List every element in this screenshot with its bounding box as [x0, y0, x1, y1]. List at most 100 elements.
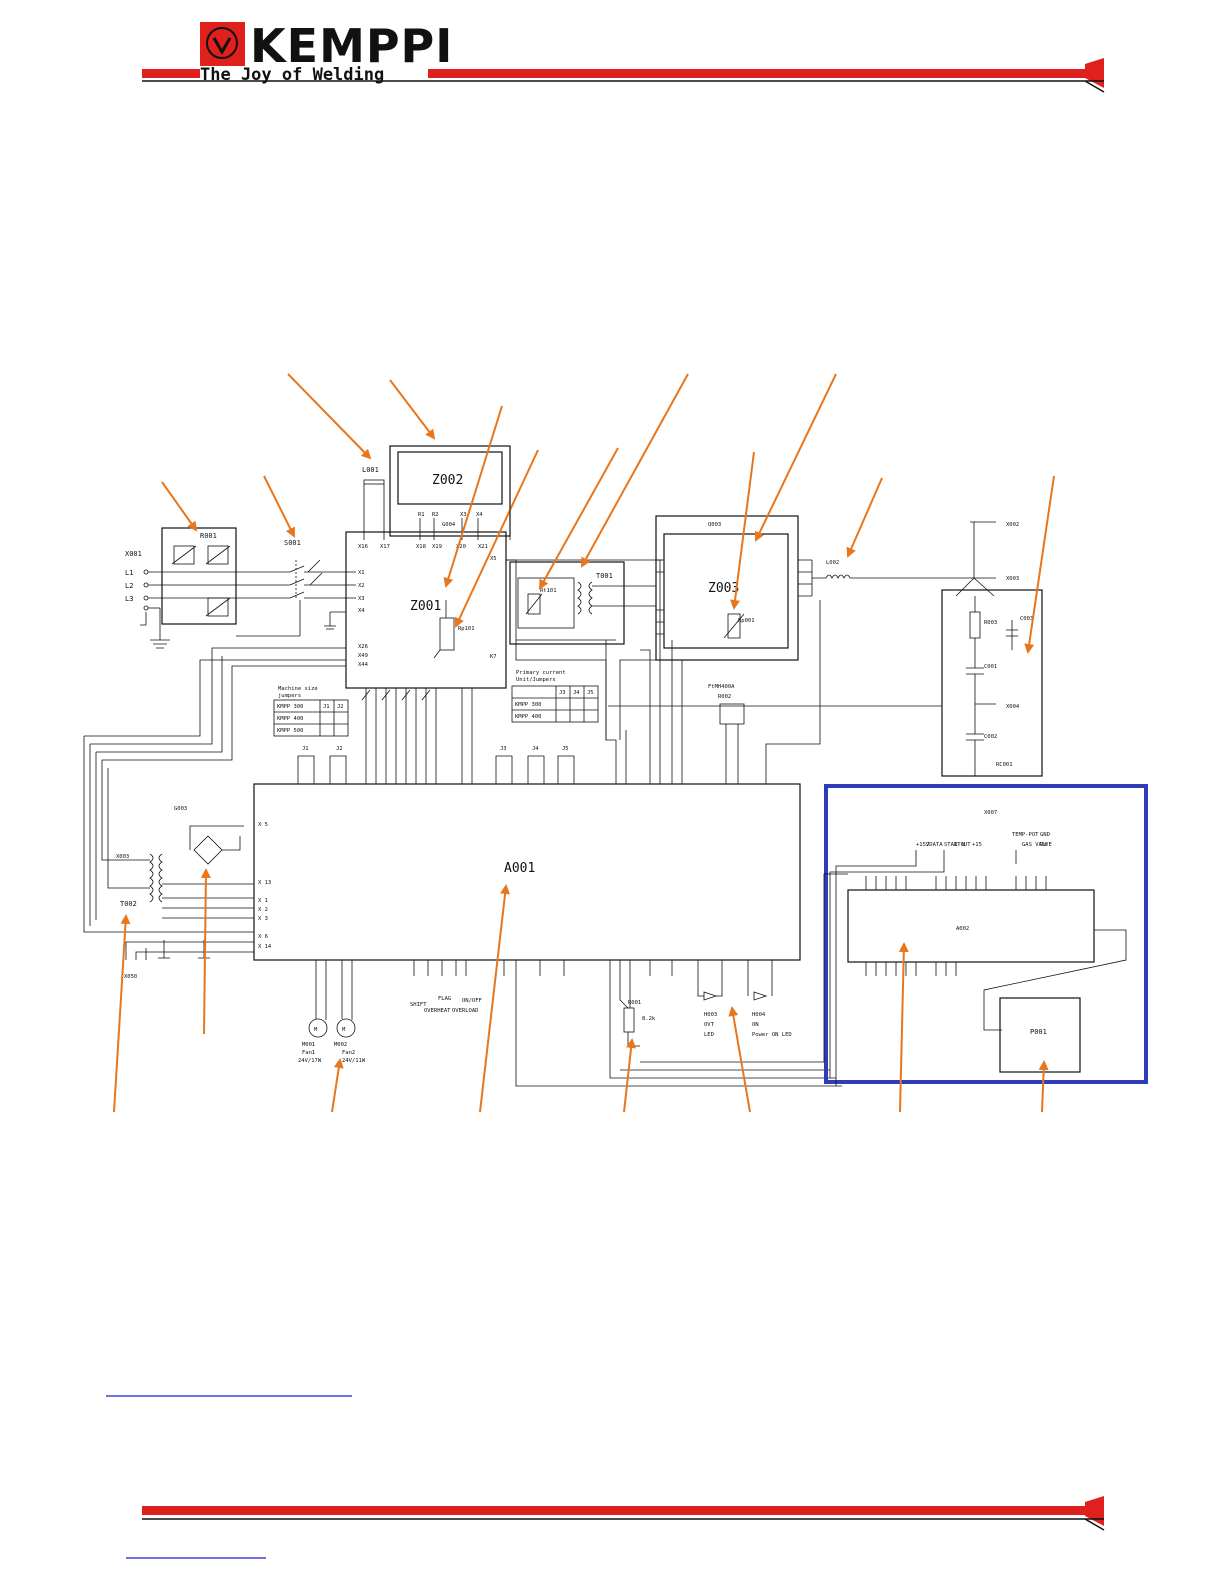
board-pin-x5: X 5: [258, 822, 268, 828]
pin-x18: X18: [416, 544, 426, 550]
pin-x3: X3: [460, 512, 467, 518]
primary-current-sub: Unit/Jumpers: [516, 677, 556, 683]
pc-row-1: KMPP 300: [515, 702, 542, 708]
l001: L001: [362, 466, 385, 540]
label-rc001: RC001: [996, 762, 1013, 768]
board-pin-x13: X 13: [258, 880, 271, 886]
fan1-id: M001: [302, 1042, 315, 1048]
brand-name: KEMPPI: [250, 19, 453, 73]
signal-5: ON/OFF: [462, 998, 482, 1004]
pin-x3-z001: X3: [358, 596, 365, 602]
label-q003: Q003: [708, 522, 721, 528]
led-h003-id: H003: [704, 1012, 717, 1018]
label-rp101: Rp101: [458, 626, 475, 632]
label-c001: C001: [984, 664, 997, 670]
callout-arrows: [113, 373, 1055, 1113]
pin-x19: X19: [432, 544, 442, 550]
jumper-headers: J1 J2 J3 J4 J5: [297, 560, 821, 770]
led-h004-label: ON: [752, 1022, 759, 1028]
mj-row-1: KMPP 300: [277, 704, 304, 710]
led-h003-sub: LED: [704, 1032, 714, 1038]
label-z002: Z002: [432, 473, 463, 488]
pc-col-j5: J5: [587, 690, 594, 696]
label-g003: G003: [174, 806, 187, 812]
aux-sig-6: +15: [972, 842, 982, 848]
jumper-j5: J5: [562, 746, 569, 752]
pc-col-j3: J3: [559, 690, 566, 696]
t002-aux: X003 T002 G003 X050: [83, 647, 346, 980]
fault-signals: SHIFT OVERHEAT FLAG OVERLOAD ON/OFF: [410, 996, 482, 1014]
label-r001-bottom: R001: [628, 1000, 641, 1006]
pc-col-j4: J4: [573, 690, 580, 696]
label-x002: X002: [1006, 522, 1019, 528]
label-r003: R003: [984, 620, 997, 626]
mj-col-j1: J1: [323, 704, 330, 710]
mj-row-2: KMPP 400: [277, 716, 304, 722]
pin-x49: X49: [358, 653, 368, 659]
label-x003: X003: [1006, 576, 1019, 582]
machine-jumpers-sub: jumpers: [278, 693, 301, 699]
r002-sensor: FtMH400A R002: [608, 684, 942, 770]
label-r001: R001: [200, 532, 217, 540]
label-ftmh400a: FtMH400A: [708, 684, 735, 690]
z002-module: Z002 R1 R2 X3 X4 G004: [389, 445, 511, 540]
footer: [126, 1496, 1105, 1559]
aux-sig-2: JDATA: [926, 842, 943, 848]
svg-text:M: M: [314, 1027, 318, 1033]
pin-x4-z001: X4: [358, 608, 365, 614]
fan-m001-icon: [308, 1018, 328, 1038]
s001-switch: S001: [284, 539, 356, 636]
board-pin-x6: X 6: [258, 934, 268, 940]
label-c003: C003: [1020, 616, 1033, 622]
fans: M M M001 M002 Fan1 Fan2 24V/17W 24V/11W: [298, 976, 366, 1064]
aux-sig-8: GAS VALVE: [1022, 842, 1052, 848]
mj-col-j2: J2: [337, 704, 344, 710]
jumper-j4: J4: [532, 746, 539, 752]
label-g004: G004: [442, 522, 456, 528]
label-a001: A001: [504, 861, 535, 876]
label-l002: L002: [826, 560, 839, 566]
pin-x20: X20: [456, 544, 466, 550]
machine-jumpers-table: Machine size jumpers J1 J2 KMPP 300 KMPP…: [273, 686, 349, 737]
tagline: The Joy of Welding: [200, 65, 384, 85]
output-section: X002 X003 X004 R003 C001 C002 C003 RC001: [941, 521, 1043, 777]
label-z001: Z001: [410, 599, 441, 614]
label-r002: R002: [718, 694, 731, 700]
pin-x4: X4: [476, 512, 483, 518]
aux-sig-3: START: [944, 842, 961, 848]
a002-region: X007 A002 +15V JDATA START I-OUT U +15 T…: [823, 784, 1148, 1086]
jumper-j2: J2: [336, 746, 343, 752]
pin-x44: X44: [358, 662, 369, 668]
z001-module: Z001 X16 X17 X18 X19 X20 X21 X1 X2 X3 X4…: [324, 531, 507, 770]
primary-current-title: Primary current: [516, 670, 566, 676]
pin-x2: X2: [358, 583, 365, 589]
header: KEMPPI The Joy of Welding: [142, 19, 1105, 93]
label-l3: L3: [125, 595, 133, 603]
input-terminals: X001 L1 L2 L3: [125, 550, 290, 649]
label-l1: L1: [125, 569, 133, 577]
label-x004: X004: [1006, 704, 1020, 710]
label-c002: C002: [984, 734, 997, 740]
led-h004-id: H004: [752, 1012, 766, 1018]
board-pin-x1: X 1: [258, 898, 268, 904]
kemppi-logo: KEMPPI: [200, 19, 453, 73]
aux-sig-7: TEMP-POT: [1012, 832, 1039, 838]
board-pin-x14: X 14: [258, 944, 272, 950]
label-a002: A002: [956, 926, 969, 932]
label-s001: S001: [284, 539, 301, 547]
machine-jumpers-title: Machine size: [278, 686, 318, 692]
pin-x1: X1: [358, 570, 365, 576]
led-h004-sub: Power ON LED: [752, 1032, 792, 1038]
pin-k7: K7: [490, 654, 497, 660]
fan1-label: Fan1: [302, 1050, 315, 1056]
label-t001: T001: [596, 572, 613, 580]
pc-row-2: KMPP 400: [515, 714, 542, 720]
board-pin-x3: X 3: [258, 916, 268, 922]
fan2-id: M002: [334, 1042, 347, 1048]
led-h003-label: OVT: [704, 1022, 715, 1028]
label-x003-aux: X003: [116, 854, 129, 860]
bottom-components: R001 8.2k H003 OVT LED H004 ON Power ON …: [515, 976, 842, 1087]
fan2-spec: 24V/11W: [342, 1058, 366, 1064]
aux-sig-5: U: [962, 842, 965, 848]
